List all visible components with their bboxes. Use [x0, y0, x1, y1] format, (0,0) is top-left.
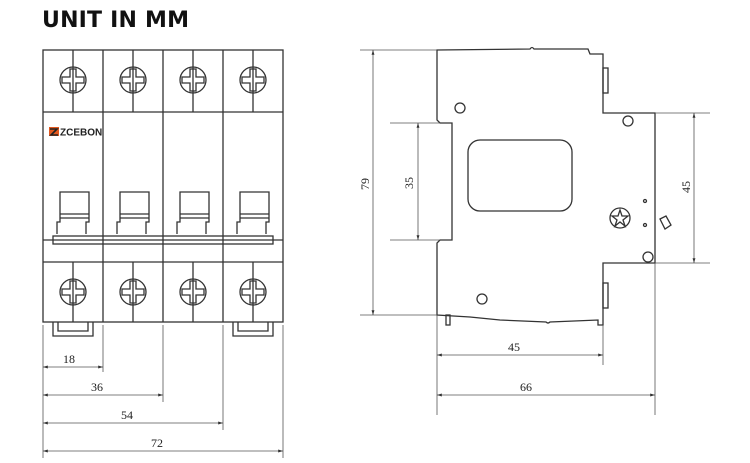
cross-head-icon	[121, 280, 145, 304]
cross-head-icon	[61, 68, 85, 92]
din-clip-inner	[237, 322, 269, 332]
side-dimensions: 79 35 45 45 66	[358, 49, 710, 415]
dim-36: 36	[91, 380, 103, 394]
din-clip	[52, 322, 94, 337]
terminal-screw-icon	[59, 66, 87, 94]
dim-66: 66	[520, 380, 532, 394]
din-clip	[232, 322, 274, 337]
front-view	[42, 49, 284, 337]
terminal-screw-icon	[119, 66, 147, 94]
cross-head-icon	[121, 68, 145, 92]
din-clip-inner	[57, 322, 89, 332]
toggle-handle	[56, 191, 90, 234]
handle-tie-bar	[52, 235, 274, 245]
dim-79: 79	[358, 178, 372, 190]
toggle-handle	[236, 191, 270, 234]
toggle-handle	[116, 191, 150, 234]
terminal-screw-icon	[239, 66, 267, 94]
cross-head-icon	[181, 280, 205, 304]
terminal-screw-icon	[119, 278, 147, 306]
toggle-handle	[176, 191, 210, 234]
terminal-screw-icon	[179, 66, 207, 94]
dim-18: 18	[63, 352, 75, 366]
brand-name: ZCEBON	[60, 128, 102, 139]
dim-35: 35	[402, 177, 416, 189]
cross-head-icon	[241, 280, 265, 304]
dim-72: 72	[151, 436, 163, 450]
unit-label: UNIT IN MM	[42, 8, 190, 33]
dim-45-height: 45	[679, 181, 693, 193]
brand-logo: ZCEBON	[49, 127, 102, 139]
side-view	[436, 46, 672, 326]
terminal-screw-icon	[59, 278, 87, 306]
dim-54: 54	[121, 408, 133, 422]
dim-45-depth: 45	[508, 340, 520, 354]
cross-head-icon	[181, 68, 205, 92]
terminal-screw-icon	[239, 278, 267, 306]
screw-icon	[609, 207, 631, 229]
front-dimensions: 18 36 54 72	[42, 325, 284, 458]
cross-head-icon	[241, 68, 265, 92]
terminal-screw-icon	[179, 278, 207, 306]
cross-head-icon	[61, 280, 85, 304]
